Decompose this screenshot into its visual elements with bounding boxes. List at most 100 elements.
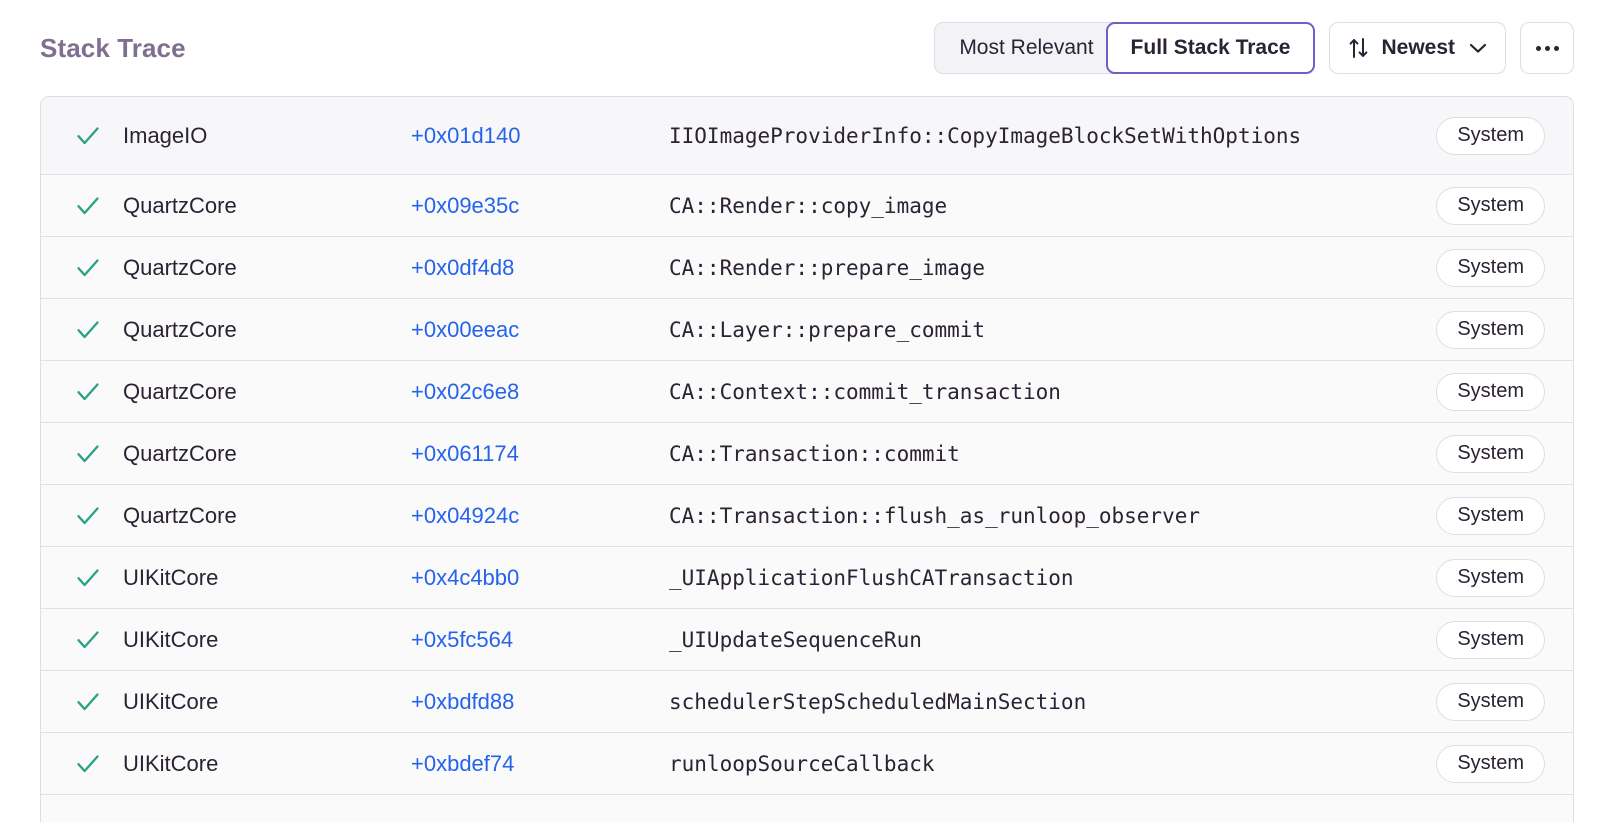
status-badge: System <box>1436 310 1545 349</box>
frame-badge-cell: System <box>1436 372 1551 411</box>
frame-badge-cell: System <box>1436 310 1551 349</box>
stack-trace-header: Stack Trace Most Relevant Full Stack Tra… <box>0 0 1614 96</box>
frame-checkmark[interactable] <box>69 123 123 149</box>
status-badge: System <box>1436 186 1545 225</box>
frame-function: IIOImageProviderInfo::CopyImageBlockSetW… <box>669 123 1302 148</box>
page-title: Stack Trace <box>40 32 186 63</box>
table-row[interactable]: UIKitCore +0x5fc564 _UIUpdateSequenceRun Sy… <box>41 609 1573 671</box>
table-row[interactable]: UIKitCore +0xbdfd88 schedulerStepScheduled… <box>41 671 1573 733</box>
frame-offset[interactable]: +0x01d140 <box>411 122 521 148</box>
frame-badge-cell: System <box>1436 744 1551 783</box>
frame-offset[interactable]: +0xbdef74 <box>411 750 515 776</box>
frame-function: runloopSourceCallback <box>669 751 935 776</box>
checkmark-icon <box>77 382 99 400</box>
frame-checkmark[interactable] <box>69 255 123 281</box>
sort-button[interactable]: Newest <box>1329 22 1506 74</box>
frame-badge-cell: System <box>1436 248 1551 287</box>
frame-badge-cell: System <box>1436 186 1551 225</box>
checkmark-icon <box>77 258 99 276</box>
checkmark-icon <box>77 568 99 586</box>
frame-package: UIKitCore <box>123 564 219 590</box>
frame-checkmark[interactable] <box>69 627 123 653</box>
frame-offset[interactable]: +0x00eeac <box>411 316 520 342</box>
sort-arrows-icon <box>1348 36 1370 60</box>
table-row[interactable]: QuartzCore +0x04924c CA::Transaction::flus… <box>41 485 1573 547</box>
tab-full-stack-trace[interactable]: Full Stack Trace <box>1105 22 1316 74</box>
frame-badge-cell: System <box>1436 682 1551 721</box>
frame-badge-cell: System <box>1436 558 1551 597</box>
more-options-button[interactable] <box>1520 22 1574 74</box>
status-badge: System <box>1436 434 1545 473</box>
status-badge: System <box>1436 116 1545 155</box>
stack-trace-view-segmented-control: Most Relevant Full Stack Trace <box>934 22 1316 74</box>
frame-package: QuartzCore <box>123 254 237 280</box>
frame-function: CA::Context::commit_transaction <box>669 379 1061 404</box>
checkmark-icon <box>77 692 99 710</box>
frame-checkmark[interactable] <box>69 379 123 405</box>
table-row[interactable]: QuartzCore +0x0df4d8 CA::Render::prepare_i… <box>41 237 1573 299</box>
frame-offset[interactable]: +0x5fc564 <box>411 626 514 652</box>
frame-checkmark[interactable] <box>69 689 123 715</box>
frame-function: _UIApplicationFlushCATransaction <box>669 565 1074 590</box>
frame-offset[interactable]: +0x04924c <box>411 502 520 528</box>
frame-checkmark[interactable] <box>69 565 123 591</box>
frame-function: schedulerStepScheduledMainSection <box>669 689 1087 714</box>
frame-badge-cell: System <box>1436 434 1551 473</box>
frame-offset[interactable]: +0x061174 <box>411 440 519 466</box>
frame-checkmark[interactable] <box>69 317 123 343</box>
checkmark-icon <box>77 196 99 214</box>
frame-checkmark[interactable] <box>69 441 123 467</box>
checkmark-icon <box>77 444 99 462</box>
frame-function: CA::Transaction::commit <box>669 441 960 466</box>
frame-offset[interactable]: +0x02c6e8 <box>411 378 520 404</box>
frame-function: CA::Transaction::flush_as_runloop_observ… <box>669 503 1201 528</box>
frame-package: UIKitCore <box>123 750 219 776</box>
frame-package: QuartzCore <box>123 502 237 528</box>
frame-badge-cell: System <box>1436 496 1551 535</box>
stack-trace-frame-list: ImageIO +0x01d140 IIOImageProviderInfo::Co… <box>40 96 1574 822</box>
table-row[interactable]: UIKitCore +0xbdef74 runloopSourceCallback S… <box>41 733 1573 795</box>
frame-package: ImageIO <box>123 122 208 148</box>
frame-offset[interactable]: +0x0df4d8 <box>411 254 515 280</box>
frame-checkmark[interactable] <box>69 503 123 529</box>
chevron-down-icon <box>1468 41 1488 55</box>
frame-badge-cell: System <box>1436 620 1551 659</box>
status-badge: System <box>1436 496 1545 535</box>
frame-function: CA::Render::prepare_image <box>669 255 986 280</box>
status-badge: System <box>1436 558 1545 597</box>
checkmark-icon <box>77 630 99 648</box>
frame-offset[interactable]: +0x09e35c <box>411 192 520 218</box>
frame-package: QuartzCore <box>123 316 237 342</box>
frame-badge-cell: System <box>1436 116 1551 155</box>
table-row[interactable]: UIKitCore +0x4c4bb0 _UIApplicationFlushCAT… <box>41 547 1573 609</box>
frame-offset[interactable]: +0xbdfd88 <box>411 688 515 714</box>
status-badge: System <box>1436 372 1545 411</box>
status-badge: System <box>1436 682 1545 721</box>
ellipsis-icon <box>1553 45 1559 51</box>
checkmark-icon <box>77 320 99 338</box>
frame-package: QuartzCore <box>123 440 237 466</box>
sort-label: Newest <box>1381 36 1455 59</box>
frame-package: UIKitCore <box>123 626 219 652</box>
frame-package: QuartzCore <box>123 192 237 218</box>
frame-function: _UIUpdateSequenceRun <box>669 627 922 652</box>
checkmark-icon <box>77 506 99 524</box>
ellipsis-icon <box>1535 45 1541 51</box>
tab-most-relevant[interactable]: Most Relevant <box>934 22 1116 74</box>
table-row[interactable]: QuartzCore +0x061174 CA::Transaction::comm… <box>41 423 1573 485</box>
frame-checkmark[interactable] <box>69 751 123 777</box>
status-badge: System <box>1436 248 1545 287</box>
checkmark-icon <box>77 126 99 144</box>
frame-package: UIKitCore <box>123 688 219 714</box>
ellipsis-icon <box>1544 45 1550 51</box>
table-row[interactable]: ImageIO +0x01d140 IIOImageProviderInfo::Co… <box>41 97 1573 175</box>
frame-checkmark[interactable] <box>69 193 123 219</box>
status-badge: System <box>1436 620 1545 659</box>
header-actions: Most Relevant Full Stack Trace Newest <box>934 22 1574 74</box>
frame-offset[interactable]: +0x4c4bb0 <box>411 564 520 590</box>
checkmark-icon <box>77 754 99 772</box>
